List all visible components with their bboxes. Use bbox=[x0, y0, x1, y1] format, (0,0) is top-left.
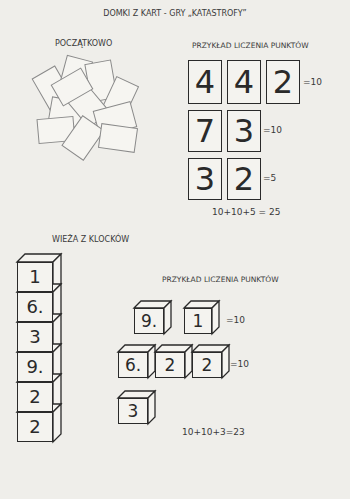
cube-face: 1 bbox=[17, 262, 53, 292]
note-label: POCZĄTKOWO bbox=[55, 40, 112, 49]
title: DOMKI Z KART - GRY „KATASTROFY” bbox=[103, 10, 247, 19]
card-number: 2 bbox=[29, 418, 40, 436]
card-number: 3 bbox=[234, 115, 254, 147]
card-number: 2 bbox=[29, 388, 40, 406]
cube-face: 3 bbox=[17, 322, 53, 352]
cube-face: 2 bbox=[17, 382, 53, 412]
number-card: 7 bbox=[188, 110, 222, 152]
note-label: WIEŻA Z KLOCKÓW bbox=[52, 236, 129, 245]
card-number: 1 bbox=[29, 268, 40, 286]
card-number: 9. bbox=[26, 358, 43, 376]
card-number: 3 bbox=[29, 328, 40, 346]
note-label: =10 bbox=[230, 360, 249, 370]
cube-face: 1 bbox=[184, 308, 212, 334]
note-label: 10+10+5 = 25 bbox=[212, 208, 280, 218]
number-card: 2 bbox=[227, 158, 261, 200]
note-label: =10 bbox=[226, 316, 245, 326]
number-card: 4 bbox=[188, 60, 222, 104]
cube-face: 3 bbox=[118, 398, 148, 424]
note-label: =10 bbox=[303, 78, 322, 88]
number-card: 2 bbox=[266, 60, 300, 104]
card-number: 2 bbox=[273, 66, 293, 98]
card-number: 3 bbox=[195, 163, 215, 195]
number-card: 3 bbox=[227, 110, 261, 152]
cube-edge bbox=[164, 301, 171, 334]
cube-face: 6. bbox=[17, 292, 53, 322]
cube-edge bbox=[185, 345, 192, 378]
card-number: 4 bbox=[195, 66, 215, 98]
number-card: 3 bbox=[188, 158, 222, 200]
cube-edge bbox=[148, 345, 155, 378]
cube-face: 2 bbox=[17, 412, 53, 442]
number-card: 4 bbox=[227, 60, 261, 104]
note-label: =5 bbox=[263, 174, 276, 184]
card-number: 2 bbox=[165, 357, 176, 374]
card-number: 2 bbox=[234, 163, 254, 195]
cube-edge bbox=[148, 391, 155, 424]
cube-edge bbox=[53, 404, 61, 442]
cube-face: 9. bbox=[17, 352, 53, 382]
note-label: =10 bbox=[263, 126, 282, 136]
note-label: PRZYKŁAD LICZENIA PUNKTÓW bbox=[162, 276, 279, 284]
note-label: PRZYKŁAD LICZENIA PUNKTÓW bbox=[192, 42, 309, 50]
cube-face: 2 bbox=[155, 352, 185, 378]
card-number: 9. bbox=[141, 313, 157, 330]
note-label: 10+10+3=23 bbox=[182, 428, 245, 438]
card-number: 1 bbox=[193, 313, 204, 330]
cube-edge bbox=[212, 301, 219, 334]
cube-edge bbox=[222, 345, 229, 378]
card-number: 6. bbox=[26, 298, 43, 316]
cube-face: 6. bbox=[118, 352, 148, 378]
card-number: 4 bbox=[234, 66, 254, 98]
card-number: 7 bbox=[195, 115, 215, 147]
cube-face: 9. bbox=[134, 308, 164, 334]
card-number: 3 bbox=[128, 403, 139, 420]
cube-face: 2 bbox=[192, 352, 222, 378]
card-number: 6. bbox=[125, 357, 141, 374]
card-number: 2 bbox=[202, 357, 213, 374]
